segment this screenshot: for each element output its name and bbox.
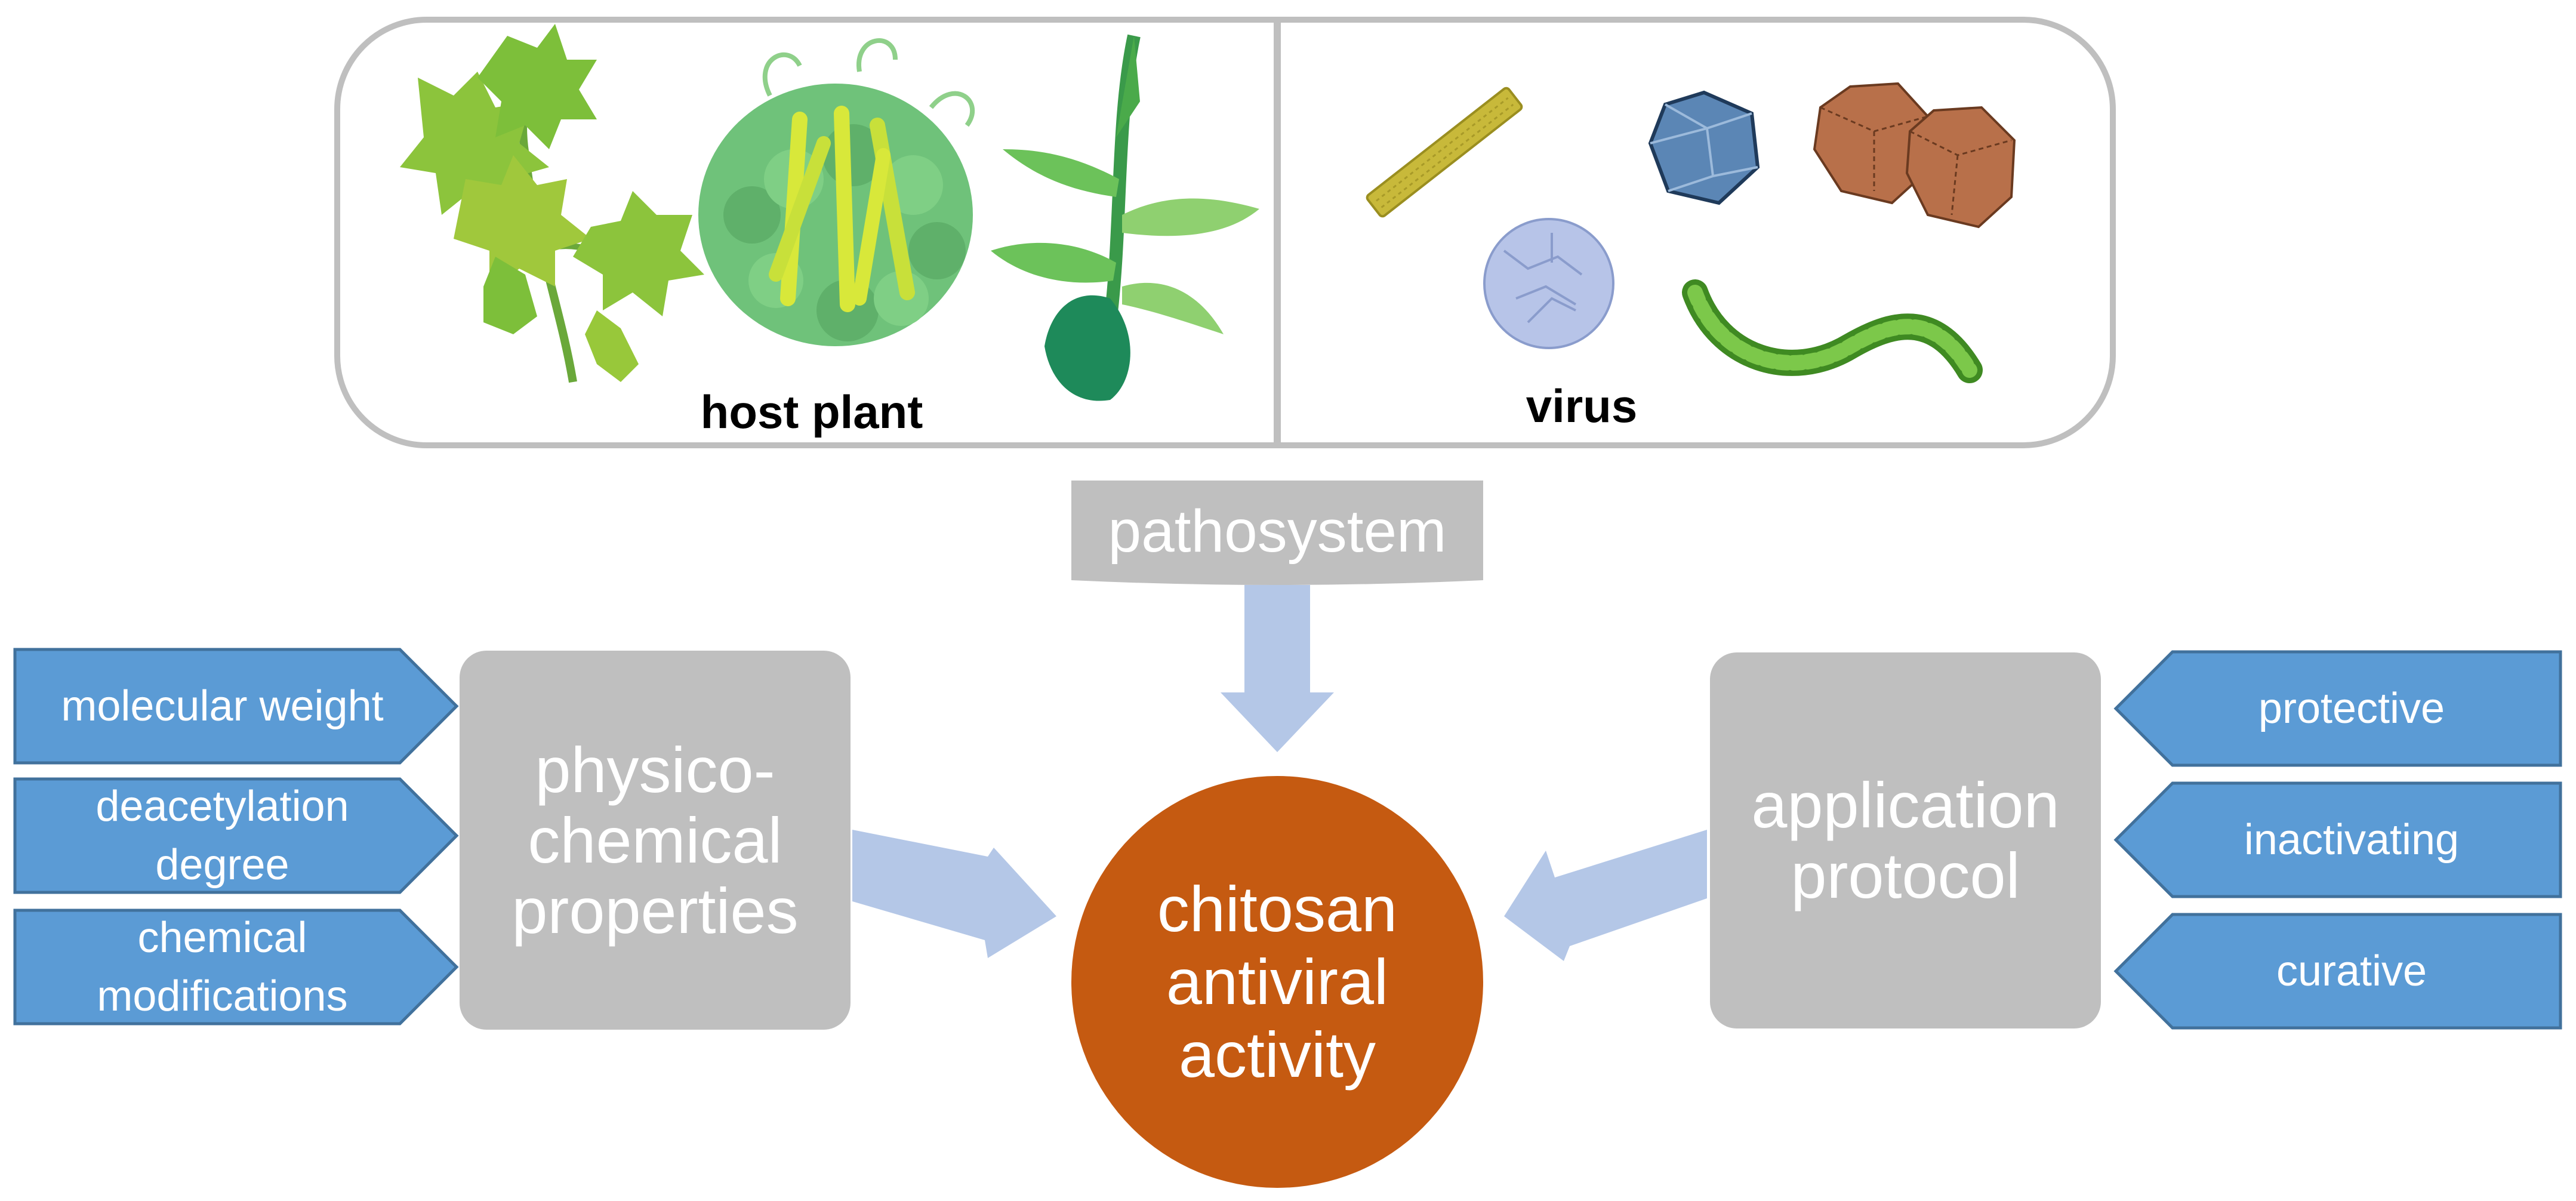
application-protocol-label: application protocol	[1751, 769, 2060, 911]
virus-label: virus	[1526, 380, 1638, 432]
tag-protective	[2113, 650, 2562, 767]
tomato-plant-icon	[400, 24, 704, 383]
tag-inactivating	[2113, 781, 2562, 898]
molecular-weight-label: molecular weight	[61, 682, 384, 730]
tag-curative	[2113, 913, 2562, 1030]
rod-virus-icon	[1366, 87, 1523, 218]
pathosystem-label: pathosystem	[1108, 497, 1447, 565]
tag-chemical-modifications	[13, 909, 459, 1026]
application-protocol-box	[1710, 652, 2101, 1028]
chitosan-label: chitosan antiviral activity	[1157, 873, 1398, 1091]
host-plant-label: host plant	[700, 386, 923, 438]
right-to-center-arrow	[1504, 830, 1707, 961]
left-to-center-arrow	[852, 830, 1056, 958]
icosahedral-virus-icon	[1648, 90, 1760, 205]
pathosystem-box	[1071, 481, 1483, 585]
chitosan-circle	[1071, 776, 1483, 1188]
chemical-modifications-label: chemical modifications	[97, 914, 348, 1020]
physico-chemical-label: physico- chemical properties	[511, 733, 799, 947]
tag-molecular-weight	[13, 648, 459, 765]
filamentous-virus-icon	[1682, 279, 1983, 383]
protective-label: protective	[2258, 685, 2445, 732]
inactivating-label: inactivating	[2244, 816, 2460, 864]
curative-label: curative	[2276, 947, 2427, 995]
spherical-virus-icon	[1483, 218, 1614, 349]
twin-icosahedral-virus-icon	[1813, 82, 2016, 229]
physico-chemical-box	[460, 651, 851, 1030]
pea-plant-icon	[698, 38, 975, 346]
tag-deacetylation-degree	[13, 777, 459, 894]
maize-plant-icon	[991, 34, 1259, 401]
deacetylation-degree-label: deacetylation degree	[95, 783, 349, 889]
down-arrow	[1221, 585, 1334, 752]
